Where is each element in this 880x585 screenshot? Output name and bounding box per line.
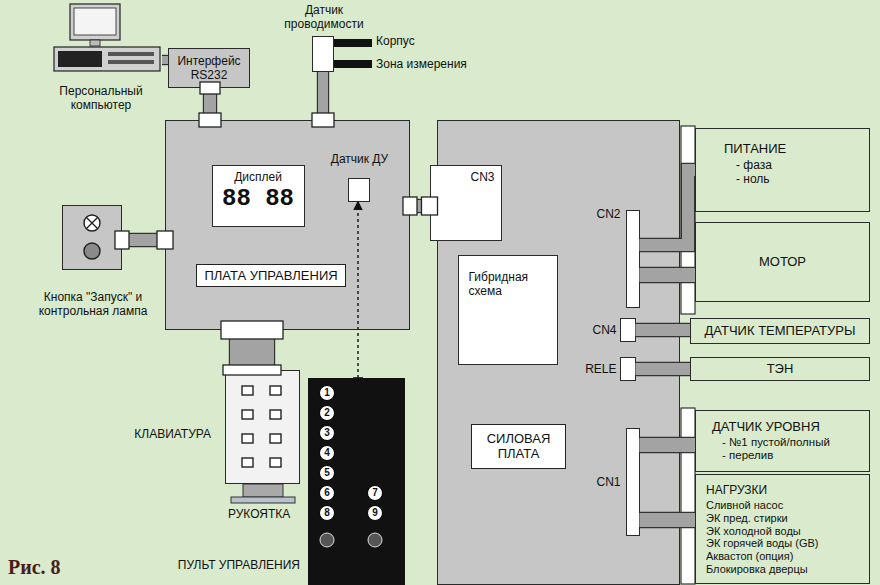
display: Дисплей88 88: [212, 165, 305, 227]
interface-box: Интерфейс RS232: [168, 48, 250, 88]
relay-connector: RELE: [620, 357, 636, 381]
node-label: СИЛОВАЯ ПЛАТА: [471, 424, 566, 469]
control-board: Дисплей88 88 Датчик ДУ ПЛАТА УПРАВЛЕНИЯ: [165, 120, 410, 330]
handle-base: [231, 497, 295, 503]
node-label: Кнопка "Запуск" и контрольная лампа: [31, 290, 155, 318]
node-label: RELE: [575, 362, 617, 376]
cable: [640, 275, 696, 276]
node-label: Датчик ДУ: [319, 152, 401, 166]
connector-cn1: CN1: [626, 428, 640, 536]
cable-plug: [422, 197, 438, 215]
node-label: CN4: [577, 323, 617, 337]
node-text: ЭК пред. стирки: [696, 512, 869, 525]
node-label: Интерфейс RS232: [169, 51, 249, 85]
sensor-prong: [334, 60, 372, 68]
cable: [636, 369, 691, 370]
cable-plug: [403, 197, 417, 215]
figure-title: Рис. 8: [8, 556, 61, 579]
connector-cn4: CN4: [620, 318, 636, 342]
ir-signal-arrow: [353, 202, 363, 379]
connector-cn2: CN2: [626, 210, 640, 308]
ir-sensor: Датчик ДУ: [348, 178, 370, 202]
conductivity-sensor: Датчик проводимости: [312, 36, 334, 72]
callout-number: 6: [319, 485, 335, 501]
cable: [640, 520, 696, 521]
cable-plug: [223, 365, 281, 375]
callout-number: 1: [319, 385, 335, 401]
node-label: ПЛАТА УПРАВЛЕНИЯ: [196, 264, 346, 287]
callout-number: 9: [367, 505, 383, 521]
loads-box: НАГРУЗКИСливной насосЭК пред. стиркиЭК х…: [695, 474, 870, 584]
cable-plug: [312, 113, 334, 127]
node-text: ЭК холодной воды: [696, 525, 869, 538]
node-label: Дисплей: [213, 166, 304, 186]
heater-box: ТЭН: [690, 357, 870, 381]
cable: [312, 72, 334, 127]
node-label: ДАТЧИК УРОВНЯ: [696, 419, 869, 435]
start-button-symbols: [84, 215, 100, 259]
node-text: Аквастоп (опция): [696, 550, 869, 563]
node-label: ПУЛЬТ УПРАВЛЕНИЯ: [164, 558, 300, 572]
node-text: - фаза: [696, 158, 869, 172]
cable-plug: [115, 231, 129, 249]
sensor-prong: [334, 39, 372, 47]
node-label: ДАТЧИК ТЕМПЕРАТУРЫ: [691, 323, 869, 338]
part-label: РУКОЯТКА: [228, 508, 290, 522]
cable-plug: [157, 231, 173, 249]
node-text: ЭК горячей воды (GB): [696, 537, 869, 550]
computer-icon: [54, 4, 160, 71]
cable: [199, 82, 221, 127]
hybrid-circuit: Гибридная схема: [458, 255, 558, 365]
node-label: CN3: [431, 166, 501, 188]
callout-number: 3: [319, 425, 335, 441]
cable: [221, 321, 283, 375]
node-text: - ноль: [696, 172, 869, 186]
motor-box: МОТОР: [695, 222, 870, 302]
cable: [640, 170, 696, 245]
node-text: - №1 пустой/полный: [696, 436, 869, 450]
node-label: ТЭН: [691, 361, 869, 376]
callout-number: 4: [319, 445, 335, 461]
callout-number: 2: [319, 405, 335, 421]
level-sensor-box: ДАТЧИК УРОВНЯ- №1 пустой/полный- перелив: [695, 410, 870, 472]
node-text: Блокировка дверцы: [696, 563, 869, 576]
cable-plug: [200, 82, 220, 94]
node-text: 88 88: [213, 186, 304, 212]
node-text: - перелив: [696, 449, 869, 463]
node-label: Персональный компьютер: [40, 84, 162, 112]
cable-plug: [199, 113, 221, 127]
node-text: Сливной насос: [696, 499, 869, 512]
temperature-sensor-box: ДАТЧИК ТЕМПЕРАТУРЫ: [690, 318, 870, 344]
handle: [243, 484, 283, 497]
callout-number: 5: [319, 465, 335, 481]
cable: [115, 231, 173, 249]
part-label: Корпус: [376, 35, 415, 49]
remote-buttons: [320, 533, 382, 547]
connector-bracket: [681, 408, 695, 584]
node-label: МОТОР: [696, 254, 869, 269]
cable: [636, 330, 691, 331]
node-label: CN2: [581, 207, 621, 221]
node-label: КЛАВИАТУРА: [101, 427, 211, 441]
node-label: ПИТАНИЕ: [696, 129, 869, 158]
node-label: CN1: [581, 475, 621, 489]
keypad: КЛАВИАТУРА: [225, 370, 300, 484]
cable: [162, 60, 168, 61]
keypad-keys: [242, 386, 281, 467]
part-label: Зона измерения: [376, 58, 467, 72]
node-label: Гибридная схема: [459, 256, 541, 312]
callout-number: 8: [319, 505, 335, 521]
node-label: Датчик проводимости: [265, 3, 383, 31]
cable: [403, 197, 438, 215]
connector-cn3: CN3: [430, 165, 502, 241]
callout-number: 7: [367, 485, 383, 501]
power-supply-box: ПИТАНИЕ- фаза- ноль: [695, 128, 870, 212]
cable-plug: [221, 321, 283, 339]
node-label: НАГРУЗКИ: [696, 482, 869, 499]
cable: [640, 445, 696, 446]
